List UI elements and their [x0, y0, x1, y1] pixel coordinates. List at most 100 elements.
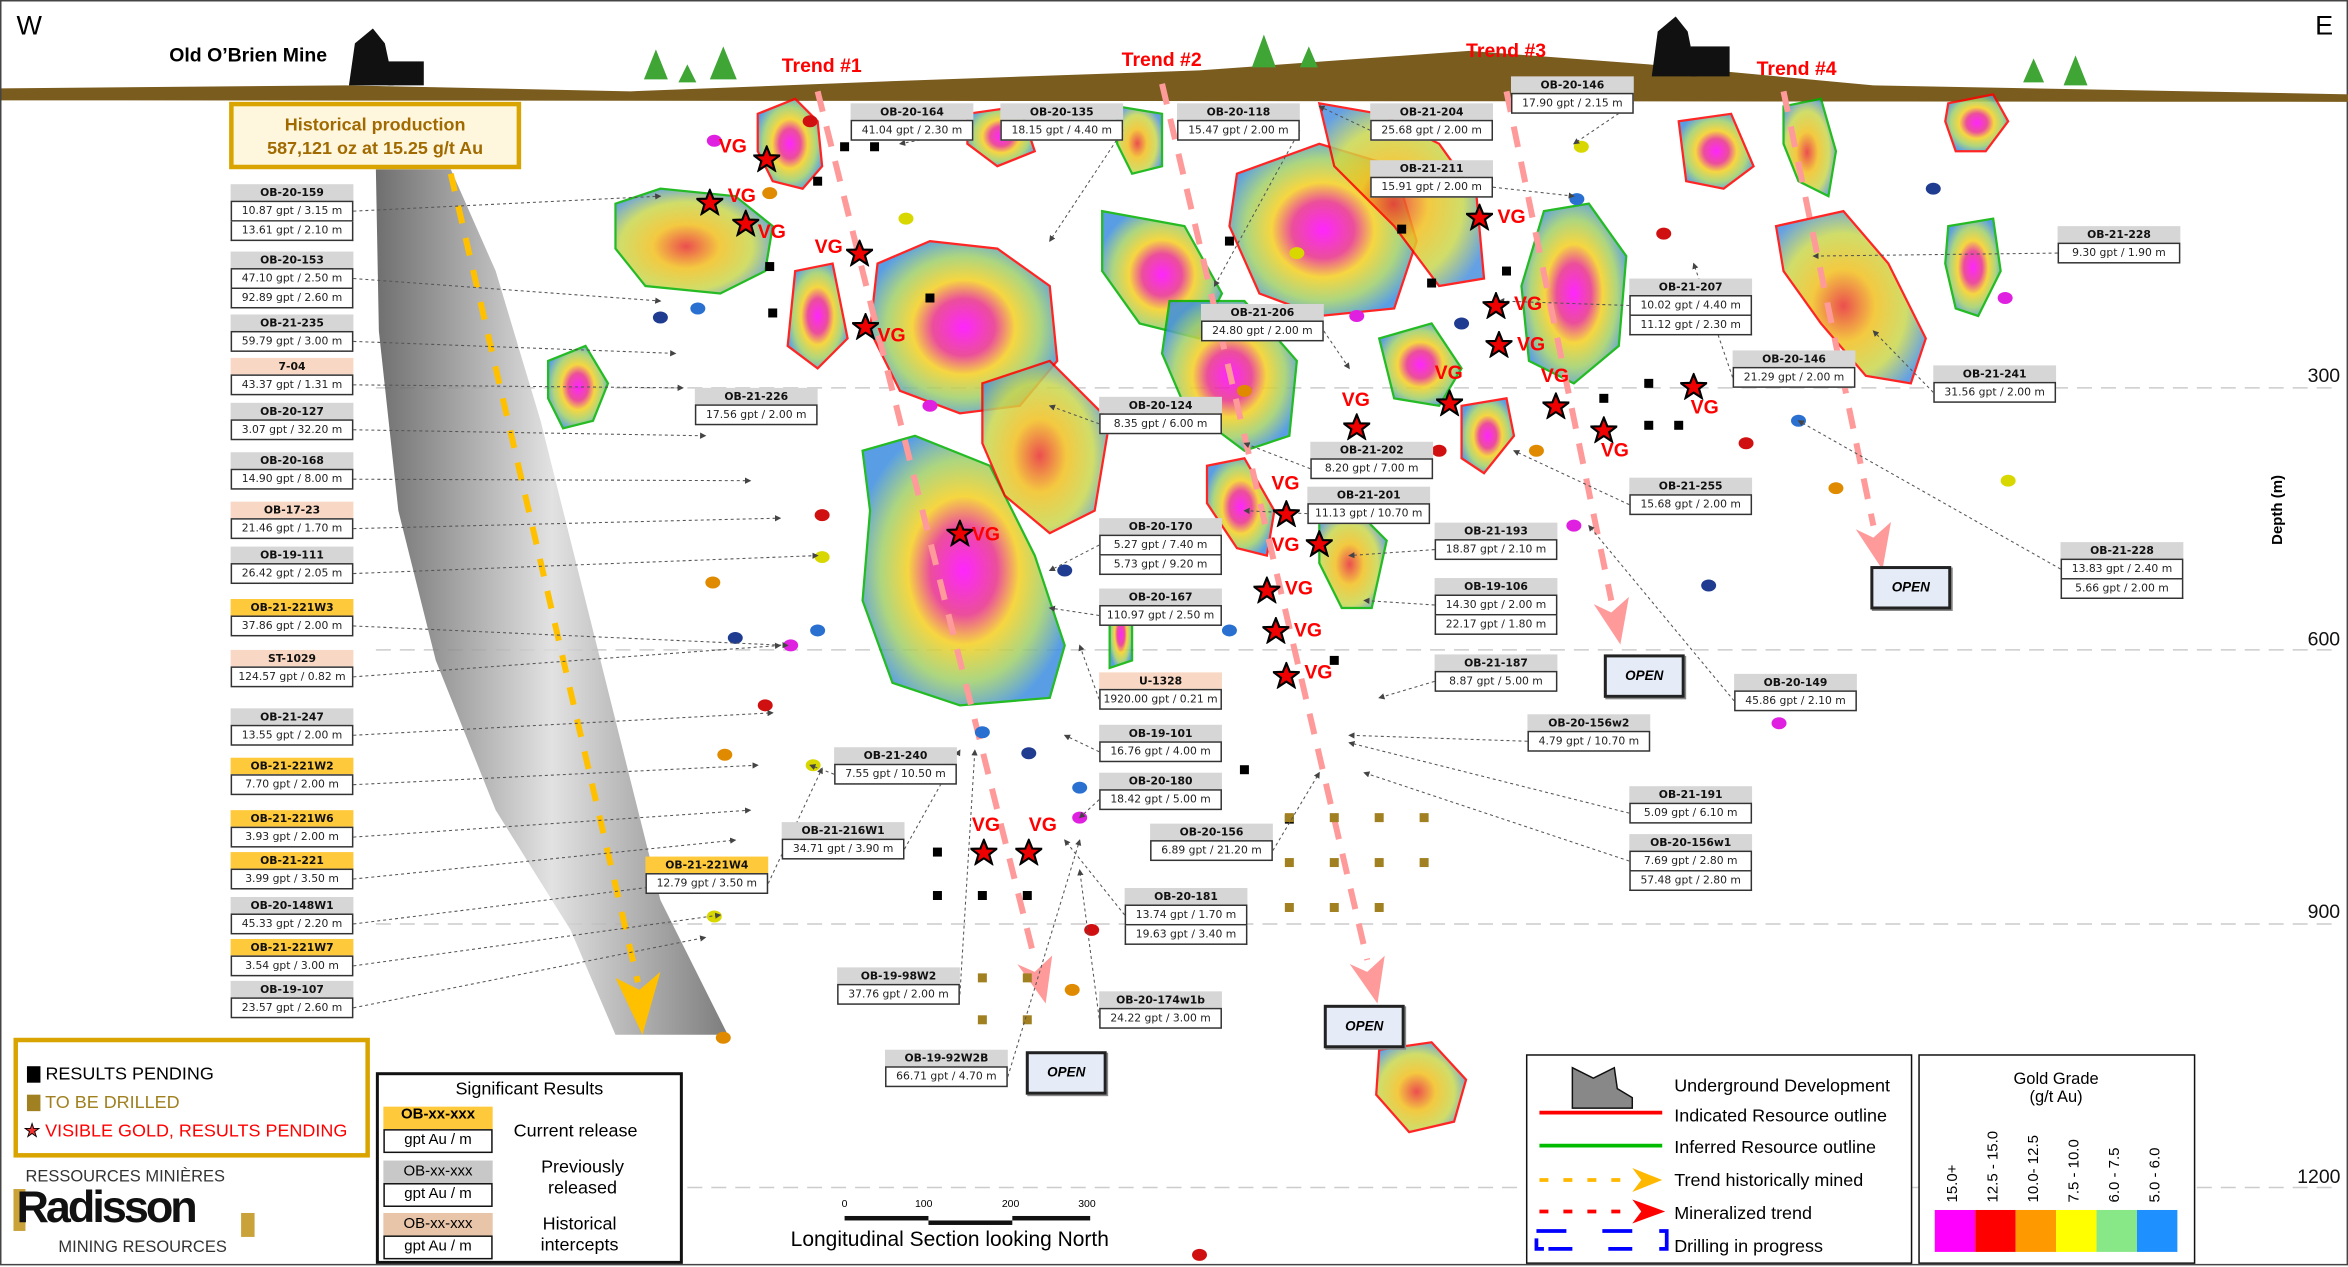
- intercept-result: 22.17 gpt / 1.80 m: [1434, 615, 1558, 635]
- intercept-result: 21.46 gpt / 1.70 m: [230, 518, 354, 540]
- visible-gold-star-icon: [967, 837, 1000, 867]
- visible-gold-star-icon: [1012, 837, 1045, 867]
- intercept-result: 5.27 gpt / 7.40 m: [1099, 534, 1222, 556]
- hole-id: OB-20-170: [1099, 518, 1222, 535]
- leader-line: [1363, 771, 1630, 862]
- mine-name: Old O’Brien Mine: [169, 43, 328, 66]
- scale-tick-300: 300: [1078, 1199, 1096, 1210]
- leader-line: [1048, 404, 1100, 425]
- visible-gold-star-icon: [1483, 329, 1515, 359]
- resource-block: [1377, 322, 1463, 408]
- intercept-result: 24.80 gpt / 2.00 m: [1200, 320, 1324, 342]
- grade-sample-point: [762, 187, 778, 200]
- scale-tick-100: 100: [914, 1199, 933, 1210]
- to-be-drilled-marker: [1284, 858, 1294, 868]
- leader-line: [353, 477, 752, 484]
- intercept-result: 1920.00 gpt / 0.21 m: [1099, 688, 1222, 710]
- visible-gold-star-icon: [1259, 615, 1292, 645]
- underground-label: Underground Development: [1674, 1075, 1890, 1097]
- hole-id: OB-20-156w2: [1527, 714, 1651, 731]
- leader-line: [353, 429, 707, 439]
- grade-color-swatch: [1975, 1209, 2016, 1252]
- leader-line: [1063, 734, 1100, 753]
- intercept-result: 124.57 gpt / 0.82 m: [230, 666, 354, 688]
- to-be-drilled-marker: [1374, 813, 1384, 823]
- intercept-result: 34.71 gpt / 3.90 m: [781, 838, 905, 860]
- open-extension-box: OPEN: [1870, 566, 1952, 610]
- visible-gold-label: VG: [1284, 576, 1314, 599]
- intercept-result: 13.83 gpt / 2.40 m: [2060, 558, 2184, 580]
- hole-id: OB-21-204: [1370, 103, 1494, 120]
- hole-id: OB-19-107: [230, 980, 354, 998]
- mineralized-trend-arrow-icon: [1632, 1199, 1666, 1224]
- leader-line: [1078, 644, 1100, 700]
- leader-line: [904, 749, 961, 850]
- grade-bin-label: 7.5 - 10.0: [2066, 1139, 2084, 1203]
- resource-block: [981, 359, 1111, 535]
- grade-sample-point: [805, 759, 821, 772]
- visible-gold-label: VG: [1497, 205, 1526, 228]
- hole-id: OB-21-221W7: [230, 938, 354, 956]
- results-pending-marker: [1644, 378, 1654, 388]
- visible-gold-star-icon: [729, 208, 762, 238]
- visible-gold-label: VG: [971, 522, 1001, 546]
- to-be-drilled-marker: [1022, 973, 1032, 983]
- leader-line: [1007, 839, 1082, 1077]
- hole-id: OB-20-146: [1510, 76, 1634, 93]
- results-pending-marker: [765, 262, 775, 272]
- resource-block: [1116, 104, 1164, 176]
- historical-production-title: Historical production: [284, 113, 466, 135]
- grade-sample-point: [1771, 717, 1787, 730]
- intercept-result: 8.35 gpt / 6.00 m: [1099, 413, 1222, 435]
- intercept-result: 7.70 gpt / 2.00 m: [230, 774, 354, 796]
- intercept-result: 19.63 gpt / 3.40 m: [1124, 925, 1248, 945]
- to-drill-square-icon: [26, 1095, 41, 1112]
- grade-sample-point: [1236, 384, 1252, 397]
- intercept-result: 21.29 gpt / 2.00 m: [1732, 366, 1856, 388]
- intercept-result: 15.47 gpt / 2.00 m: [1177, 119, 1300, 141]
- hole-id: OB-21-241: [1933, 365, 2057, 382]
- hole-id: OB-20-164: [850, 103, 974, 120]
- grade-sample-point: [802, 115, 818, 128]
- leader-line: [809, 764, 835, 775]
- hole-id: OB-20-181: [1124, 888, 1248, 905]
- current-release-label: Current release: [513, 1120, 638, 1142]
- leader-line: [1497, 298, 1630, 307]
- intercept-result: 13.55 gpt / 2.00 m: [230, 724, 354, 746]
- grade-sample-point: [922, 399, 938, 412]
- grade-sample-point: [1349, 309, 1365, 322]
- visible-gold-star-icon: [1463, 202, 1496, 232]
- historical-label: Historical intercepts: [540, 1212, 619, 1255]
- drilling-in-progress-icon: [1534, 1229, 1669, 1251]
- results-pending-marker: [1022, 891, 1032, 900]
- intercept-result: 66.71 gpt / 4.70 m: [885, 1066, 1008, 1088]
- visible-gold-label: VG: [1304, 660, 1333, 683]
- visible-gold-label: VG: [718, 134, 747, 158]
- visible-gold-star-icon: [849, 311, 882, 341]
- to-be-drilled-marker: [977, 1015, 987, 1025]
- to-be-drilled-marker: [1284, 813, 1294, 823]
- historical-sample: OB-xx-xxx gpt Au / m: [383, 1212, 493, 1260]
- hole-id: OB-19-98W2: [837, 967, 960, 984]
- to-be-drilled-marker: [1419, 813, 1429, 823]
- to-be-drilled-marker: [1329, 813, 1339, 823]
- visible-gold-star-icon: [1677, 371, 1710, 401]
- leader-line: [353, 709, 774, 736]
- ground-surface: [1, 50, 2348, 102]
- grade-color-swatch: [2056, 1209, 2097, 1252]
- results-pending-marker: [1239, 765, 1249, 775]
- current-sample: OB-xx-xxx gpt Au / m: [383, 1106, 493, 1154]
- hole-id: OB-21-207: [1629, 278, 1753, 296]
- grade-sample-point: [690, 302, 706, 315]
- intercept-result: 10.02 gpt / 4.40 m: [1629, 295, 1753, 316]
